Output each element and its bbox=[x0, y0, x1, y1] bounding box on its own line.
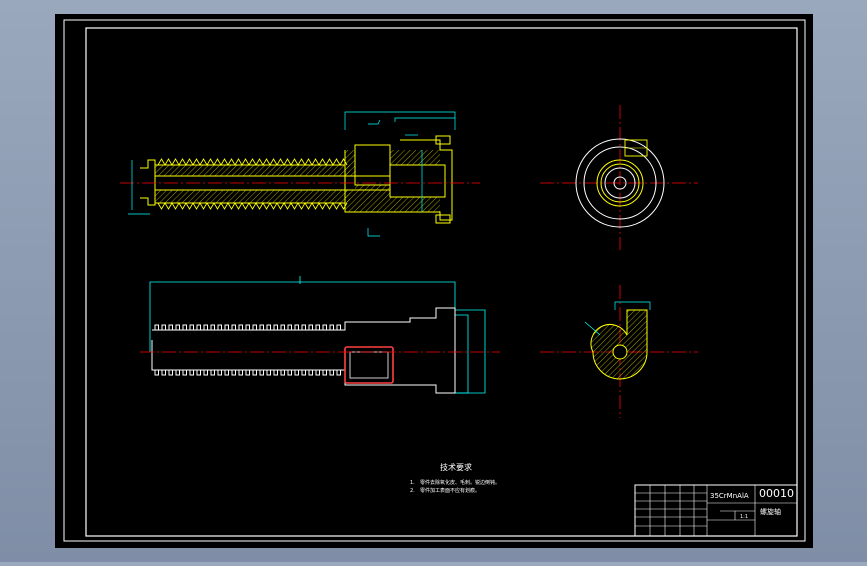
section-teeth-bottom bbox=[154, 369, 344, 376]
thread-teeth-top bbox=[157, 158, 348, 166]
drawing-sheet bbox=[55, 14, 813, 548]
scale-value: 1:1 bbox=[740, 514, 748, 520]
note-2-num: 2. bbox=[410, 488, 415, 494]
drawing-number: 00010 bbox=[759, 487, 794, 500]
outer-frame bbox=[63, 19, 806, 542]
section-window bbox=[344, 346, 394, 384]
head-recess bbox=[390, 165, 445, 197]
part-name: 螺旋轴 bbox=[760, 507, 781, 516]
note-2-text: 零件加工表面不应有划痕。 bbox=[420, 487, 480, 494]
technical-notes: 技术要求 1. 零件去除氧化皮、毛刺。锐边倒钝。 2. 零件加工表面不应有划痕。 bbox=[410, 462, 500, 494]
section-view bbox=[140, 276, 500, 394]
material-label: 35CrMnAlA bbox=[710, 492, 749, 500]
note-1-text: 零件去除氧化皮、毛刺。锐边倒钝。 bbox=[420, 479, 500, 486]
section-teeth-top bbox=[154, 324, 344, 331]
thread-teeth-bottom bbox=[157, 202, 348, 210]
title-block[interactable]: 35CrMnAlA 00010 螺旋轴 1:1 bbox=[634, 484, 798, 537]
head-bore bbox=[355, 145, 390, 185]
cross-section bbox=[540, 285, 698, 418]
tech-title: 技术要求 bbox=[440, 462, 472, 472]
front-view bbox=[120, 111, 480, 237]
end-flange bbox=[140, 159, 156, 206]
end-view bbox=[540, 105, 698, 250]
note-1-num: 1. bbox=[410, 480, 415, 486]
inner-frame bbox=[85, 27, 798, 537]
